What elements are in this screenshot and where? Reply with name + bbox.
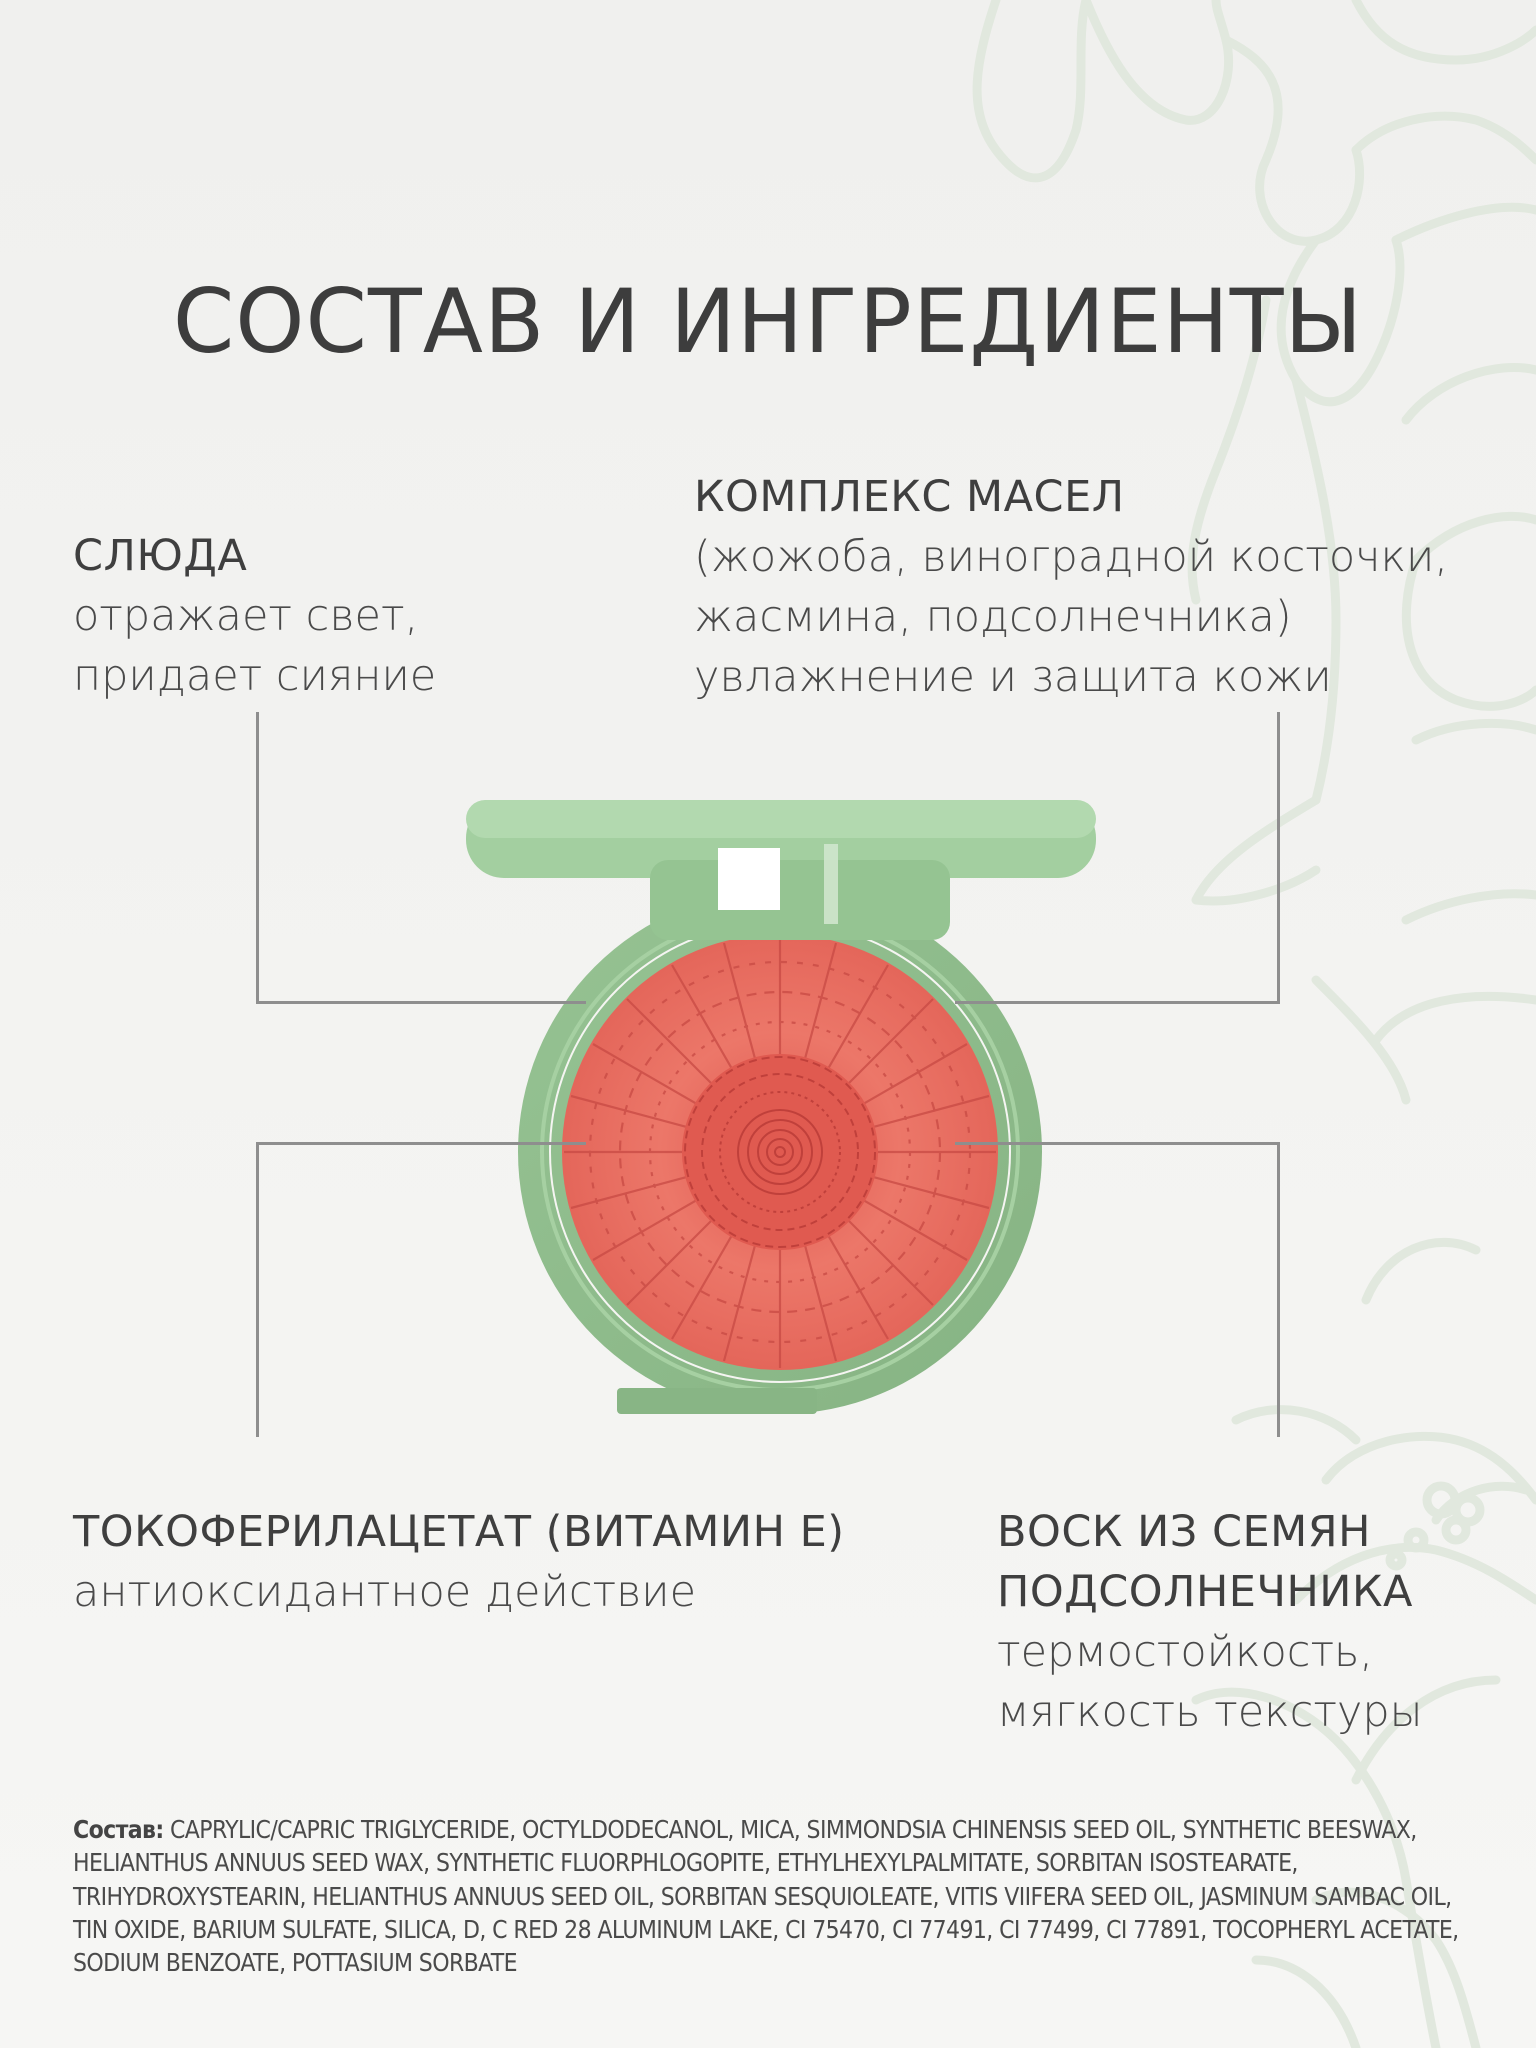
callout-heading: ТОКОФЕРИЛАЦЕТАТ (ВИТАМИН Е): [73, 1507, 845, 1557]
leader-line-oil-complex: [955, 712, 1280, 1004]
callout-description-line: термостойкость,: [997, 1627, 1374, 1677]
callout-description-line: увлажнение и защита кожи: [694, 652, 1332, 702]
composition-label: Состав:: [73, 1815, 164, 1844]
callout-oil-complex: КОМПЛЕКС МАСЕЛ (жожоба, виноградной кост…: [694, 467, 1448, 707]
leader-line-sunflower-wax: [955, 1142, 1280, 1437]
callout-heading: КОМПЛЕКС МАСЕЛ: [694, 472, 1125, 522]
leader-line-mica: [256, 712, 586, 1004]
callout-heading: ВОСК ИЗ СЕМЯН: [997, 1507, 1371, 1557]
blush-compact-icon: [466, 800, 1096, 1414]
callout-heading: ПОДСОЛНЕЧНИКА: [997, 1567, 1413, 1617]
callout-description-line: жасмина, подсолнечника): [694, 592, 1292, 642]
callout-vitamin-e: ТОКОФЕРИЛАЦЕТАТ (ВИТАМИН Е) антиоксидант…: [73, 1502, 845, 1622]
callout-description-line: антиоксидантное действие: [73, 1567, 697, 1617]
composition-text: Состав: CAPRYLIC/CAPRIC TRIGLYCERIDE, OC…: [73, 1813, 1473, 1979]
callout-description-line: отражает свет,: [73, 591, 419, 641]
callout-description-line: придает сияние: [73, 651, 437, 701]
callout-description-line: мягкость текстуры: [997, 1687, 1423, 1737]
page-title: СОСТАВ И ИНГРЕДИЕНТЫ: [172, 270, 1364, 373]
callout-description-line: (жожоба, виноградной косточки,: [694, 532, 1449, 582]
composition-list: CAPRYLIC/CAPRIC TRIGLYCERIDE, OCTYLDODEC…: [73, 1815, 1459, 1978]
callout-heading: СЛЮДА: [73, 531, 248, 581]
leader-line-vitamin-e: [256, 1142, 586, 1437]
callout-sunflower-wax: ВОСК ИЗ СЕМЯН ПОДСОЛНЕЧНИКА термостойкос…: [997, 1502, 1423, 1742]
callout-mica: СЛЮДА отражает свет, придает сияние: [73, 526, 436, 706]
